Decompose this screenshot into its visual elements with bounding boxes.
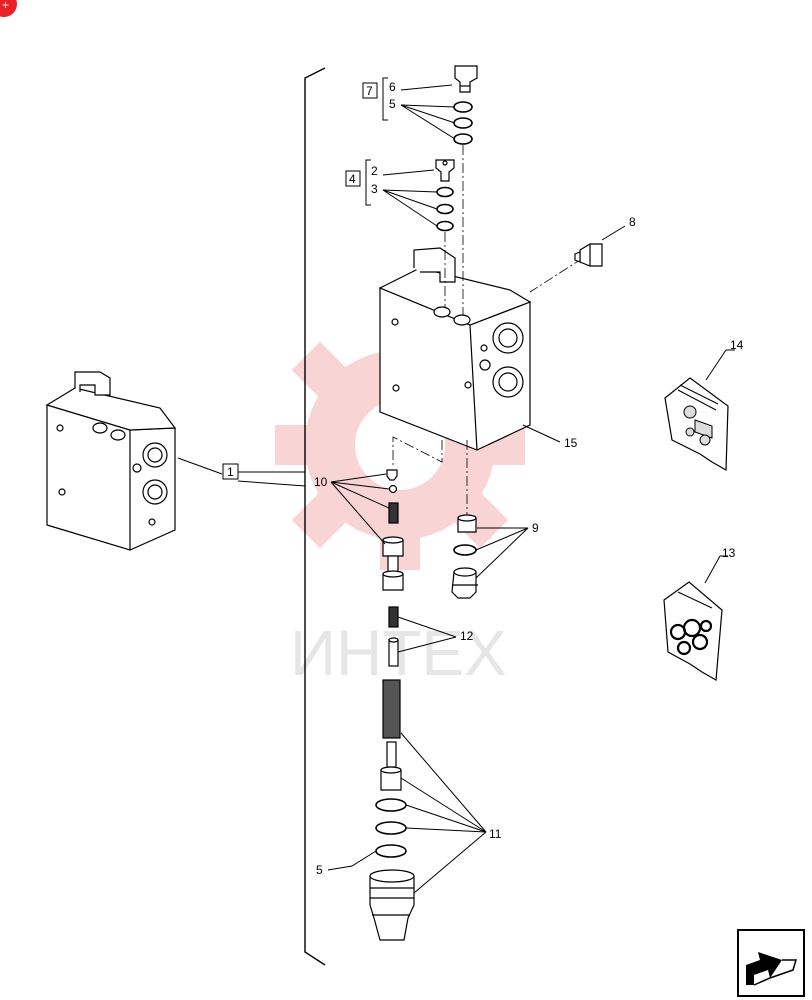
leader-line bbox=[330, 481, 390, 490]
leader-line bbox=[522, 424, 561, 443]
leader-line bbox=[704, 555, 721, 584]
bracket-4 bbox=[365, 159, 371, 206]
leader-line bbox=[237, 480, 306, 487]
leader-line bbox=[382, 189, 438, 227]
leader-line bbox=[405, 804, 487, 833]
leader-line bbox=[330, 473, 387, 483]
plug-2 bbox=[435, 159, 455, 182]
plug-8 bbox=[574, 243, 603, 267]
callout-4: 4 bbox=[349, 172, 356, 186]
leader-line bbox=[475, 527, 529, 551]
next-page-arrow-icon[interactable] bbox=[737, 929, 805, 997]
leader-line bbox=[400, 84, 453, 91]
callout-8: 8 bbox=[629, 215, 636, 229]
leader-line bbox=[330, 481, 390, 509]
leader-line bbox=[400, 104, 456, 108]
leader-line bbox=[397, 636, 457, 653]
relief-parts-10 bbox=[382, 469, 404, 591]
leader-line bbox=[382, 169, 435, 176]
callout-box-4 bbox=[345, 170, 361, 187]
callout-5-top: 5 bbox=[389, 97, 396, 111]
leader-line bbox=[705, 349, 727, 381]
leader-line bbox=[475, 527, 529, 579]
callout-box-7 bbox=[362, 82, 378, 99]
callout-1: 1 bbox=[227, 465, 234, 479]
plus-icon: + bbox=[2, 0, 9, 12]
callout-2: 2 bbox=[371, 164, 378, 178]
leader-line bbox=[397, 616, 457, 638]
leader-line bbox=[327, 850, 377, 871]
callout-5-bottom: 5 bbox=[316, 863, 323, 877]
corner-badge[interactable]: + bbox=[0, 0, 17, 17]
leader-line bbox=[400, 777, 487, 833]
leader-line bbox=[601, 225, 626, 241]
check-valve-9 bbox=[451, 514, 478, 599]
valve-body-15 bbox=[378, 247, 532, 451]
callout-6: 6 bbox=[389, 80, 396, 94]
seal-bag-13 bbox=[663, 581, 723, 681]
assembly-bracket bbox=[304, 67, 326, 966]
callout-12: 12 bbox=[460, 629, 474, 643]
leader-line bbox=[400, 104, 456, 124]
leader-line bbox=[330, 481, 386, 545]
leader-line bbox=[413, 831, 487, 894]
leader-line bbox=[400, 104, 456, 140]
callout-14: 14 bbox=[730, 338, 744, 352]
callout-11: 11 bbox=[489, 827, 502, 841]
leader-line bbox=[405, 827, 487, 833]
bracket-7 bbox=[382, 77, 388, 121]
callout-3: 3 bbox=[371, 182, 378, 196]
o-rings-3 bbox=[436, 186, 454, 232]
callout-15: 15 bbox=[564, 436, 578, 450]
callout-9: 9 bbox=[532, 521, 539, 535]
callout-13: 13 bbox=[722, 546, 736, 560]
center-lines bbox=[392, 145, 584, 518]
plug-6 bbox=[454, 65, 478, 93]
leader-line bbox=[400, 732, 487, 833]
kit-bag-14 bbox=[664, 377, 729, 472]
callout-7: 7 bbox=[366, 84, 373, 98]
o-rings-5-top bbox=[453, 101, 473, 145]
valve-block-assembly bbox=[45, 371, 177, 551]
leader-line bbox=[382, 189, 438, 210]
leader-line bbox=[177, 457, 223, 475]
spring-pin-12 bbox=[388, 606, 399, 667]
callout-10: 10 bbox=[314, 475, 328, 489]
leader-line bbox=[382, 189, 438, 193]
adjuster-assembly-11 bbox=[369, 679, 415, 941]
